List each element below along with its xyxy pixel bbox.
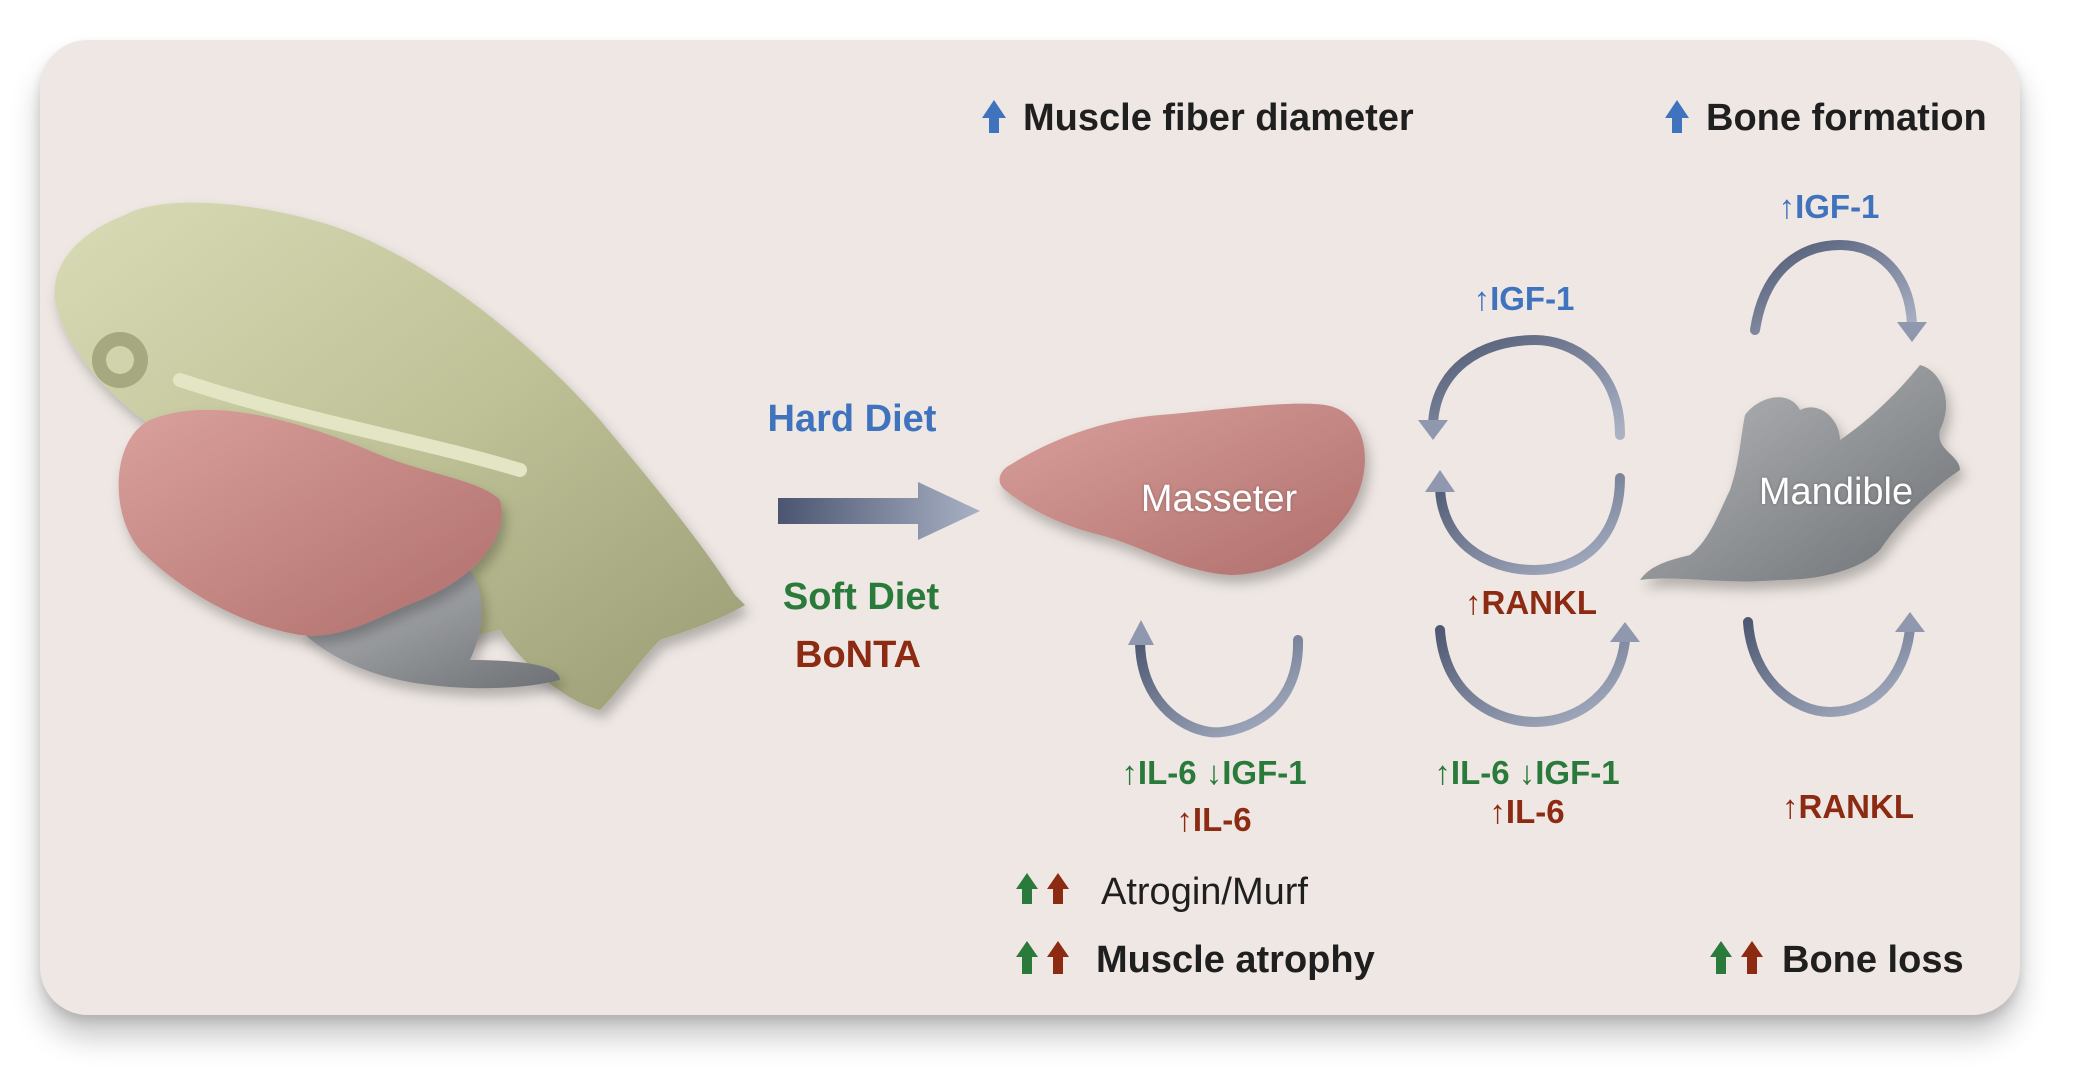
loop-arrow-muscle-bottom [1135, 635, 1304, 738]
up-arrow-red-icon [1741, 941, 1763, 974]
loop-arrow-middle-mid [1435, 473, 1625, 576]
arrowhead [1897, 322, 1927, 342]
up-arrow-blue-icon [1665, 100, 1689, 133]
label-bone-formation: Bone formation [1706, 97, 1987, 139]
up-arrow-green-icon [1016, 873, 1038, 904]
label-masseter: Masseter [1140, 478, 1298, 520]
arrowhead [1418, 420, 1448, 440]
masseter-shape [999, 403, 1365, 575]
label-bonta: BoNTA [795, 634, 921, 676]
up-arrow-blue-icon [982, 100, 1006, 133]
label-rankl-middle: ↑RANKL [1465, 584, 1597, 621]
label-hard-diet: Hard Diet [767, 398, 937, 440]
arrowhead [1610, 622, 1640, 642]
loop-arrow-middle-bottom [1435, 625, 1630, 728]
arrow-heads [1128, 322, 1927, 645]
label-bone-loss: Bone loss [1782, 939, 1964, 981]
label-mandible: Mandible [1758, 471, 1914, 513]
label-il6-middle: ↑IL-6 [1489, 793, 1565, 830]
header-up-arrows [982, 100, 1689, 133]
label-soft-diet: Soft Diet [782, 576, 940, 618]
arrowhead [1895, 612, 1925, 632]
up-arrow-green-icon [1016, 941, 1038, 974]
masseter-muscle-left [118, 409, 502, 636]
loop-arrow-bone-bottom [1743, 617, 1915, 718]
up-arrow-green-icon [1710, 941, 1732, 974]
label-il6-muscle: ↑IL-6 [1176, 801, 1252, 838]
label-atrogin-murf: Atrogin/Murf [1101, 871, 1308, 913]
label-muscle-atrophy: Muscle atrophy [1096, 939, 1375, 981]
label-igf1-middle: ↑IGF-1 [1473, 280, 1575, 317]
arrowhead [1128, 620, 1154, 645]
label-il6-igf1-muscle: ↑IL-6 ↓IGF-1 [1121, 754, 1307, 791]
label-rankl-bone: ↑RANKL [1782, 788, 1914, 825]
arrowhead [1425, 470, 1455, 492]
label-igf1-bone-top: ↑IGF-1 [1778, 188, 1880, 225]
big-right-arrow [778, 482, 980, 540]
skull-illustration [54, 202, 745, 710]
mandible-shape [1640, 365, 1960, 582]
label-muscle-fiber-diameter: Muscle fiber diameter [1023, 97, 1414, 139]
up-arrow-red-icon [1047, 873, 1069, 904]
loop-arrow-middle-top [1428, 334, 1625, 440]
loop-arrow-bone-top [1750, 239, 1917, 335]
mandible-gray-left [300, 570, 560, 689]
label-il6-igf1-middle: ↑IL-6 ↓IGF-1 [1434, 754, 1620, 791]
feedback-arrows [1135, 239, 1917, 738]
footer-up-arrows [1016, 873, 1763, 974]
up-arrow-red-icon [1047, 941, 1069, 974]
